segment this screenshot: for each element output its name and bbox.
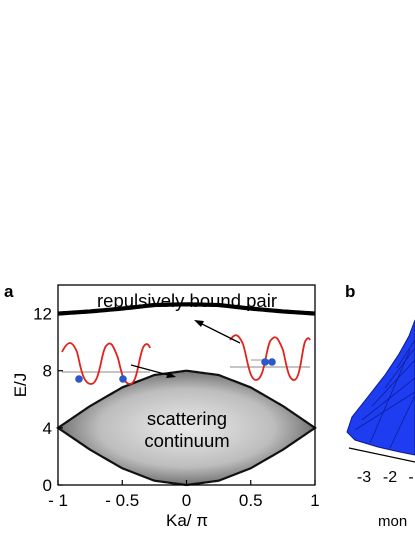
x-tick-label: 1 [310,491,319,510]
lattice-potential-left [61,342,151,385]
y-tick-label: 8 [43,362,52,381]
lattice-potential-right [229,334,311,381]
panel-b-x-tick-label: -3 [357,469,371,486]
x-tick-label: 0.5 [239,491,263,510]
lattice-inset-separated [61,342,151,385]
arrow-to-bound-pair [194,320,241,344]
x-tick-label: - 0.5 [105,491,139,510]
atom-left-2 [119,375,127,383]
x-axis-label: Ka/ π [166,511,208,530]
panel-label-b: b [345,282,355,301]
surface-b [346,319,415,456]
annotation-bound-pair: repulsively bound pair [97,290,277,311]
bound-pair-line [57,302,316,316]
panel-b-x-ticks: -3 -2- [357,469,414,486]
dispersion-surface-plot: -3 -2- mon [346,319,415,530]
y-axis-label: E/J [11,373,30,398]
lattice-inset-paired [229,334,311,381]
axis-b-baseline [348,447,415,463]
panel-b-axis-label: mon [378,513,407,530]
atom-pair-1 [261,358,269,366]
panel-label-a: a [4,282,14,301]
x-tick-label: - 1 [48,491,68,510]
y-tick-label: 0 [43,476,52,495]
atom-pair-2 [268,358,276,366]
panel-b-x-tick-label: -2 [383,469,397,486]
y-ticks: 0 4 8 12 [33,305,63,495]
annotation-continuum-line1: scattering [147,408,227,429]
atom-left-1 [75,375,83,383]
surface-mesh [354,339,415,449]
x-ticks: - 1 - 0.5 0 0.5 1 [48,480,320,510]
bound-pair-layer [57,302,316,316]
y-tick-label: 4 [43,419,52,438]
panel-b-x-tick-label: - [408,469,413,486]
band-structure-plot: - 1 - 0.5 0 0.5 1 0 4 8 12 Ka/ π E/J repulsivel… [11,284,320,530]
x-tick-label: 0 [182,491,191,510]
arrow-to-continuum [130,364,176,378]
annotation-continuum-line2: continuum [144,430,229,451]
y-tick-label: 12 [33,305,52,324]
